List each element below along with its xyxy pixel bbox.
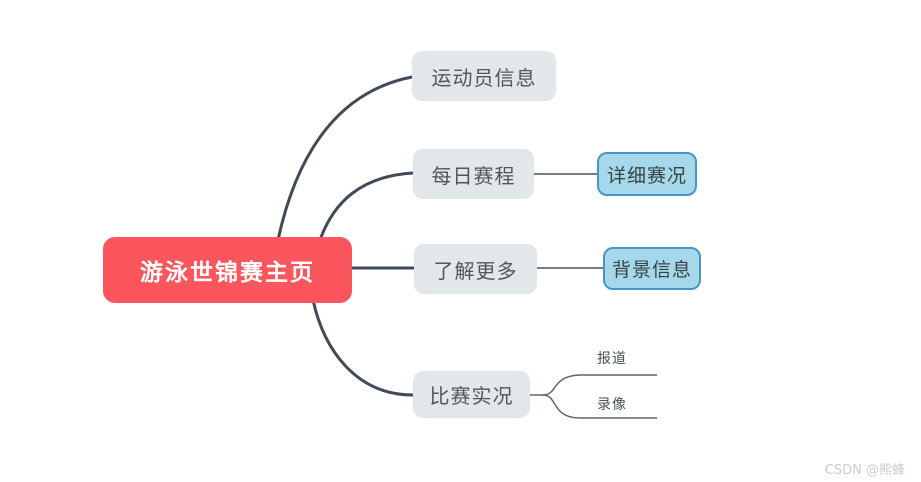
branch-node-athlete-info[interactable]: 运动员信息	[412, 51, 556, 101]
edge-live-coverage-report	[542, 374, 657, 396]
branch-node-live-coverage[interactable]: 比赛实况	[413, 371, 530, 418]
text-node-label: 录像	[597, 397, 627, 413]
edge-root-athlete-info	[276, 75, 414, 242]
leaf-node-label: 背景信息	[611, 259, 692, 281]
watermark: CSDN @熊蜂	[824, 463, 905, 478]
edge-root-daily-schedule	[318, 171, 415, 242]
leaf-node-background-info[interactable]: 背景信息	[603, 247, 701, 290]
text-node-report[interactable]: 报道	[582, 348, 642, 368]
root-node-label: 游泳世锦赛主页	[140, 260, 315, 286]
branch-node-label: 每日赛程	[431, 163, 516, 188]
leaf-node-detailed-results[interactable]: 详细赛况	[597, 152, 697, 196]
branch-node-label: 运动员信息	[431, 65, 537, 90]
root-node-swimming-worlds-home[interactable]: 游泳世锦赛主页	[103, 237, 352, 303]
branch-node-daily-schedule[interactable]: 每日赛程	[413, 149, 534, 199]
leaf-node-label: 详细赛况	[606, 164, 687, 187]
text-node-video[interactable]: 录像	[582, 394, 642, 414]
branch-node-label: 了解更多	[433, 258, 518, 283]
branch-node-learn-more[interactable]: 了解更多	[414, 244, 537, 294]
text-node-label: 报道	[597, 351, 627, 367]
edge-root-live-coverage	[311, 298, 415, 397]
branch-node-label: 比赛实况	[429, 384, 514, 408]
